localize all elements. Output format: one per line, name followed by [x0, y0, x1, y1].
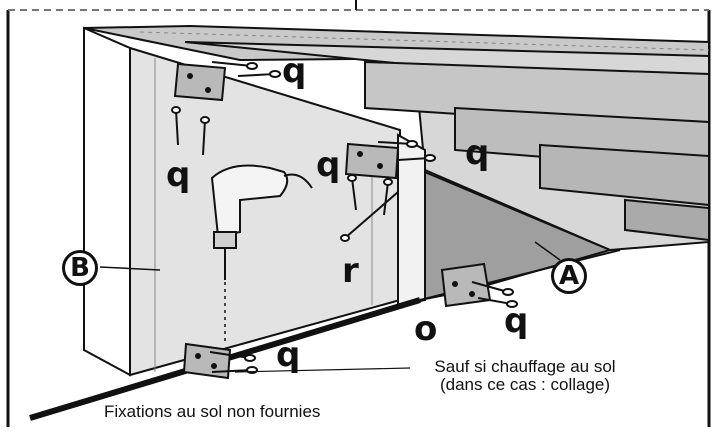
label-q-middle: q [316, 145, 341, 185]
underfloor-leader [234, 367, 411, 373]
underfloor-note-line2: (dans ce cas : collage) [439, 374, 611, 394]
label-r: r [342, 251, 359, 291]
label-b-leader [99, 266, 161, 271]
label-a-circle: A [551, 258, 587, 294]
label-q-left: q [166, 155, 191, 195]
label-q-right: q [465, 133, 490, 173]
label-q-bottom-right: q [504, 301, 529, 341]
underfloor-heating-note: Sauf si chauffage au sol (dans ce cas : … [410, 358, 640, 394]
label-b-circle: B [62, 250, 98, 286]
cabinet-b-edge [83, 26, 131, 377]
bracket-top-left [173, 62, 227, 102]
bracket-bottom-left [182, 342, 232, 380]
cabinet-shelf-3 [539, 143, 710, 207]
underfloor-note-line1: Sauf si chauffage au sol [434, 357, 616, 376]
screws [171, 61, 518, 374]
cabinet-b-panel [129, 46, 401, 377]
floor-fixings-note: Fixations au sol non fournies [104, 402, 321, 421]
label-q-bottom: q [276, 335, 301, 375]
worktop-edge-line [139, 31, 710, 51]
bracket-top-middle [344, 142, 400, 180]
cabinet-shelf-4 [624, 198, 710, 242]
drill-illustration [210, 164, 313, 344]
label-o: o [414, 309, 438, 349]
label-a-leader [534, 241, 561, 261]
label-q-top: q [282, 51, 307, 91]
